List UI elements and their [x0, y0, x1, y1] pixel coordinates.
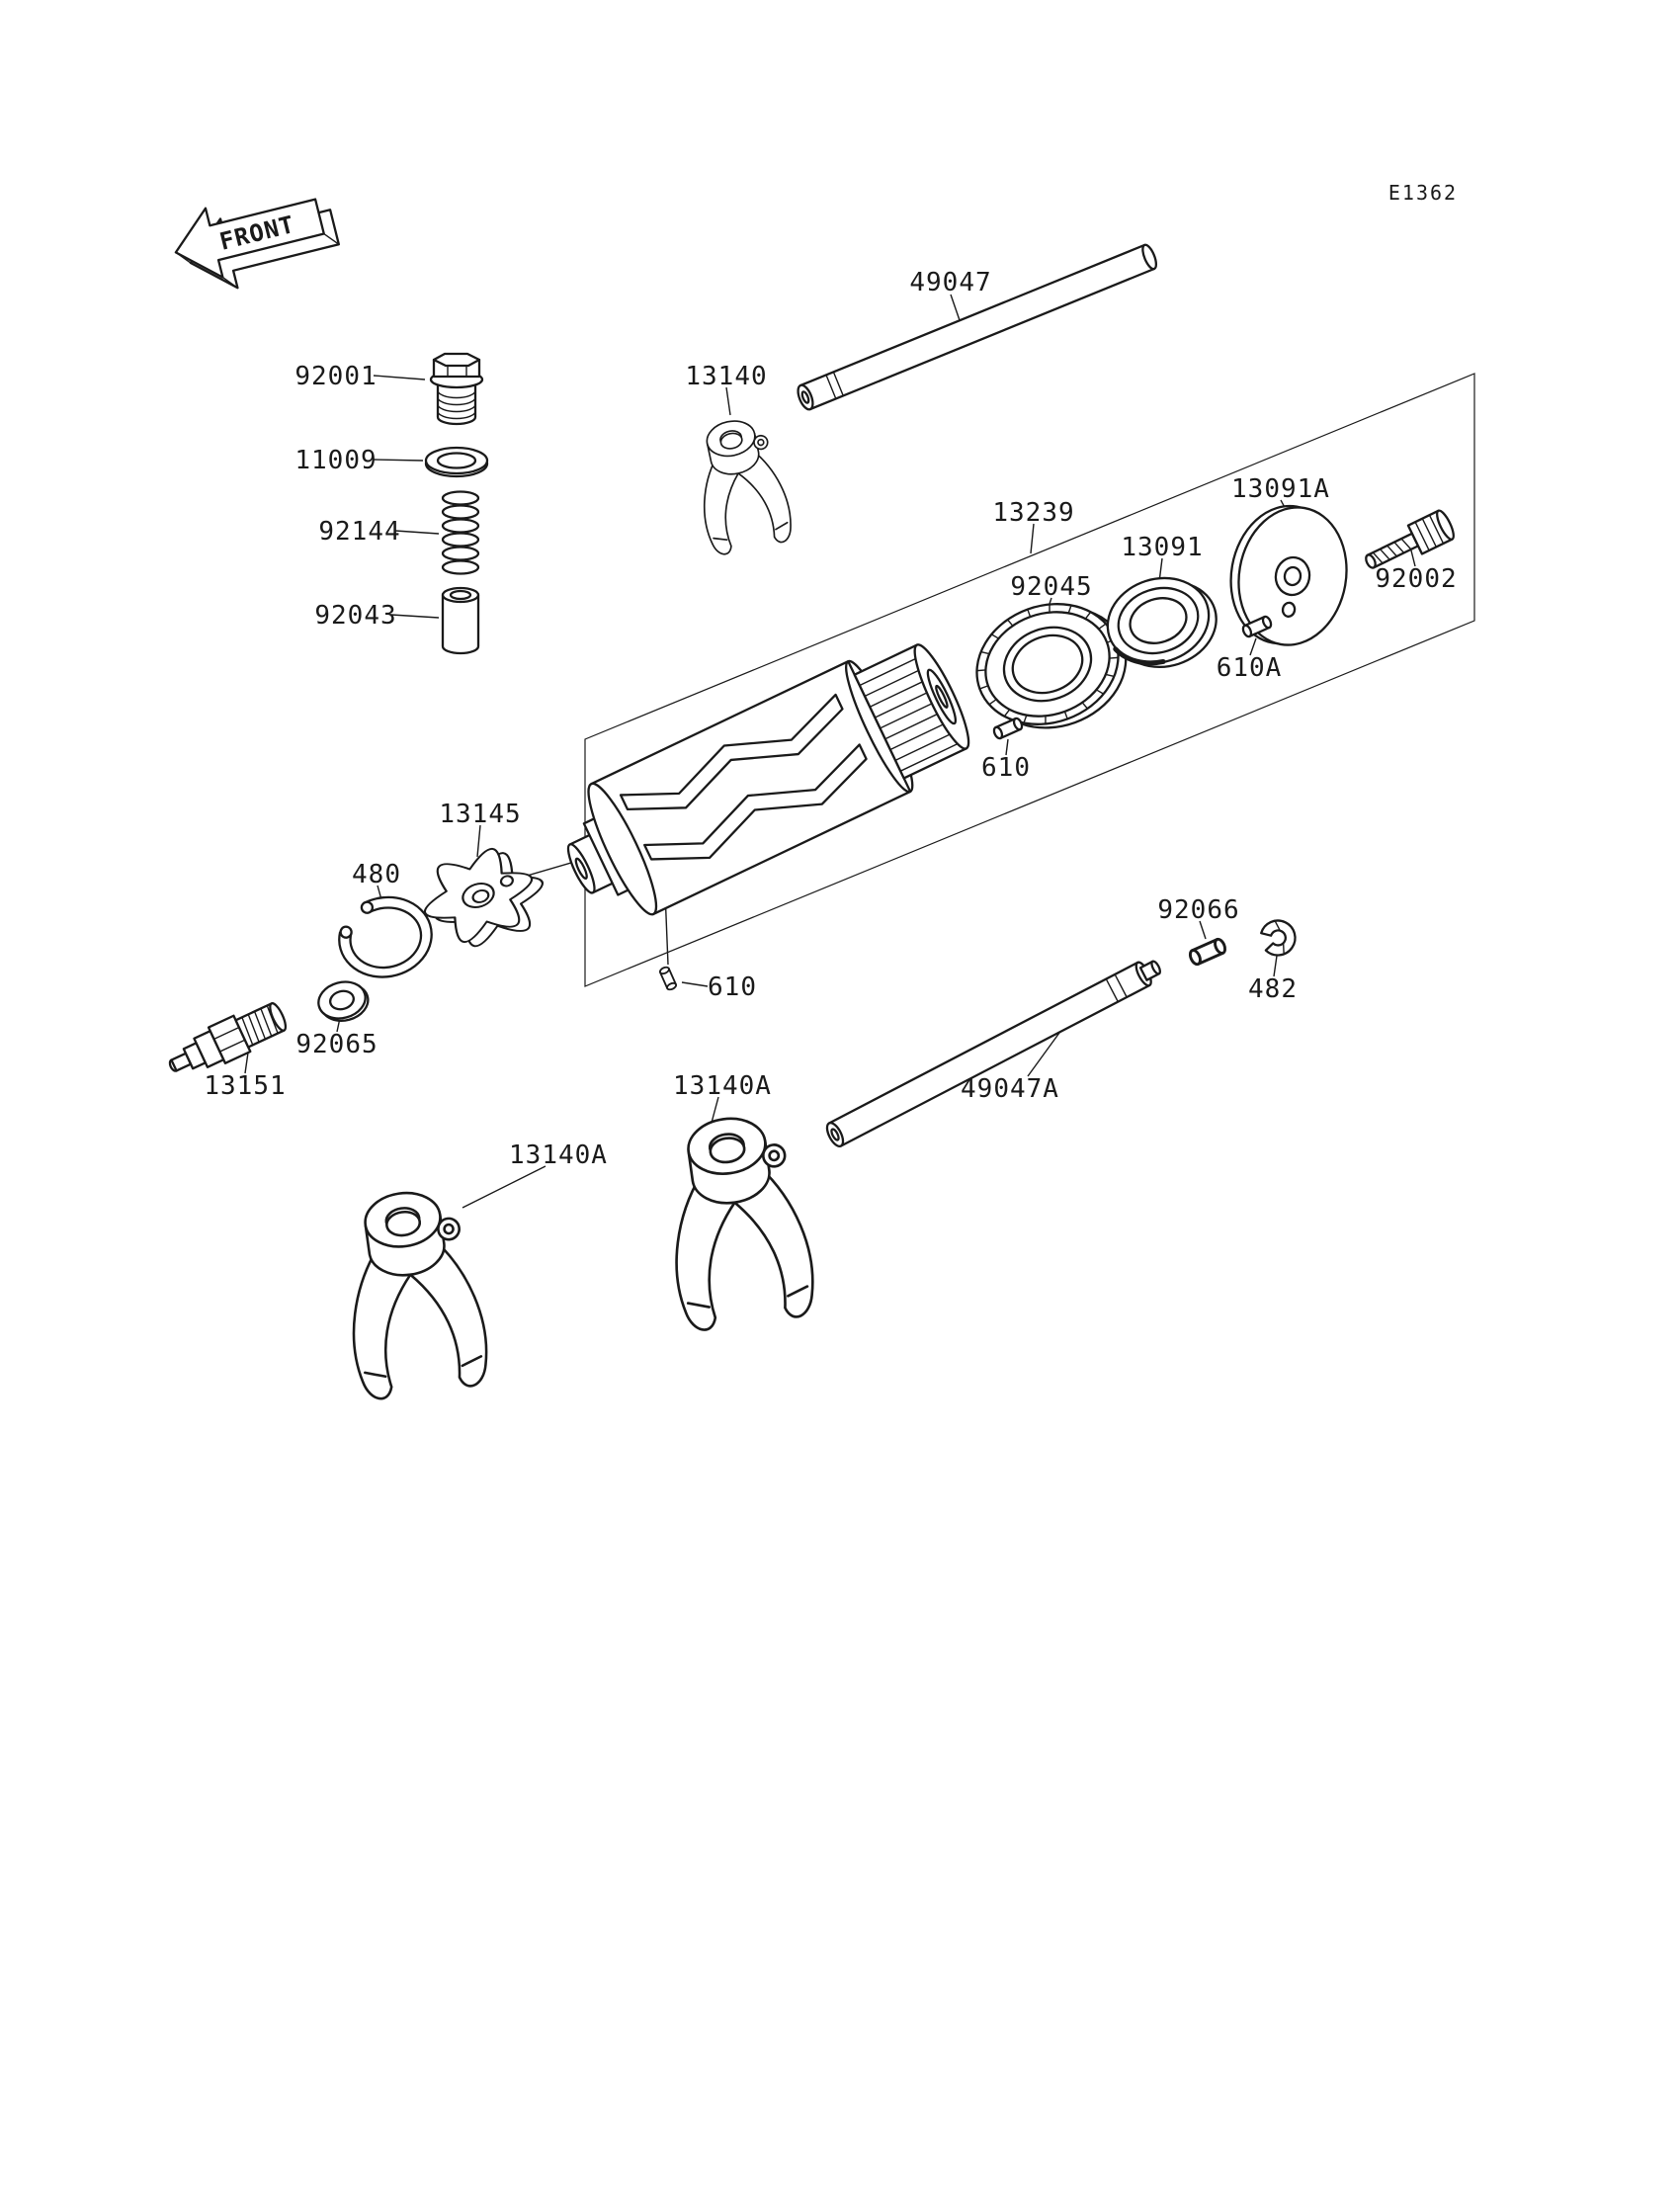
shift-fork-13140A-left — [332, 1183, 494, 1403]
spring-92144 — [441, 490, 480, 575]
part-label-482: 482 — [1248, 974, 1298, 1004]
bolt-92001 — [429, 352, 484, 426]
washer-92065 — [317, 980, 370, 1022]
bearing-92045 — [975, 603, 1128, 729]
shift-fork-13140A-middle — [654, 1108, 820, 1334]
part-label-13140A-middle: 13140A — [673, 1071, 772, 1101]
part-label-49047A: 49047A — [961, 1074, 1059, 1104]
part-label-92043: 92043 — [314, 601, 396, 631]
front-arrow: FRONT — [174, 198, 340, 290]
part-label-92065: 92065 — [295, 1030, 378, 1059]
part-label-92066: 92066 — [1157, 895, 1239, 925]
sleeve-92043 — [441, 586, 480, 655]
shift-rod-49047A — [825, 960, 1161, 1148]
shift-rod-49047 — [797, 243, 1158, 411]
circlip-480 — [338, 895, 433, 978]
ring-13091 — [1106, 576, 1218, 669]
shift-cam-plate-13145 — [423, 848, 545, 948]
shift-fork-13140 — [685, 412, 797, 558]
part-label-92001: 92001 — [294, 362, 377, 391]
assembly-outline-box — [584, 373, 1475, 987]
part-label-49047: 49047 — [909, 268, 991, 297]
part-label-13140: 13140 — [685, 362, 767, 391]
part-label-92045: 92045 — [1010, 572, 1092, 602]
part-label-13239: 13239 — [992, 498, 1074, 528]
part-label-92144: 92144 — [318, 517, 400, 547]
part-label-610-lower: 610 — [708, 972, 757, 1002]
part-label-610-upper: 610 — [981, 753, 1031, 783]
part-label-13091A: 13091A — [1231, 474, 1330, 504]
part-label-13145: 13145 — [439, 800, 521, 829]
pin-92066 — [1186, 936, 1229, 968]
gear-change-drum — [566, 643, 970, 916]
e-clip-482 — [1260, 919, 1297, 957]
part-label-13140A-left: 13140A — [509, 1141, 608, 1170]
washer-11009 — [424, 446, 489, 478]
part-label-92002: 92002 — [1375, 564, 1457, 594]
part-label-13091: 13091 — [1121, 533, 1203, 562]
screw-92002 — [1365, 509, 1455, 569]
pin-610-lower — [657, 965, 679, 992]
part-labels: 49047 92001 13140 11009 92144 92043 1323… — [204, 268, 1457, 1170]
neutral-switch-13151 — [168, 1002, 288, 1072]
diagram-code: E1362 — [1388, 181, 1458, 205]
part-label-480: 480 — [352, 860, 401, 889]
part-label-13151: 13151 — [204, 1071, 286, 1101]
cam-plate-13091A — [1229, 504, 1348, 646]
part-label-11009: 11009 — [294, 446, 377, 475]
part-label-610A: 610A — [1217, 653, 1283, 683]
pin-610-upper — [991, 716, 1025, 741]
